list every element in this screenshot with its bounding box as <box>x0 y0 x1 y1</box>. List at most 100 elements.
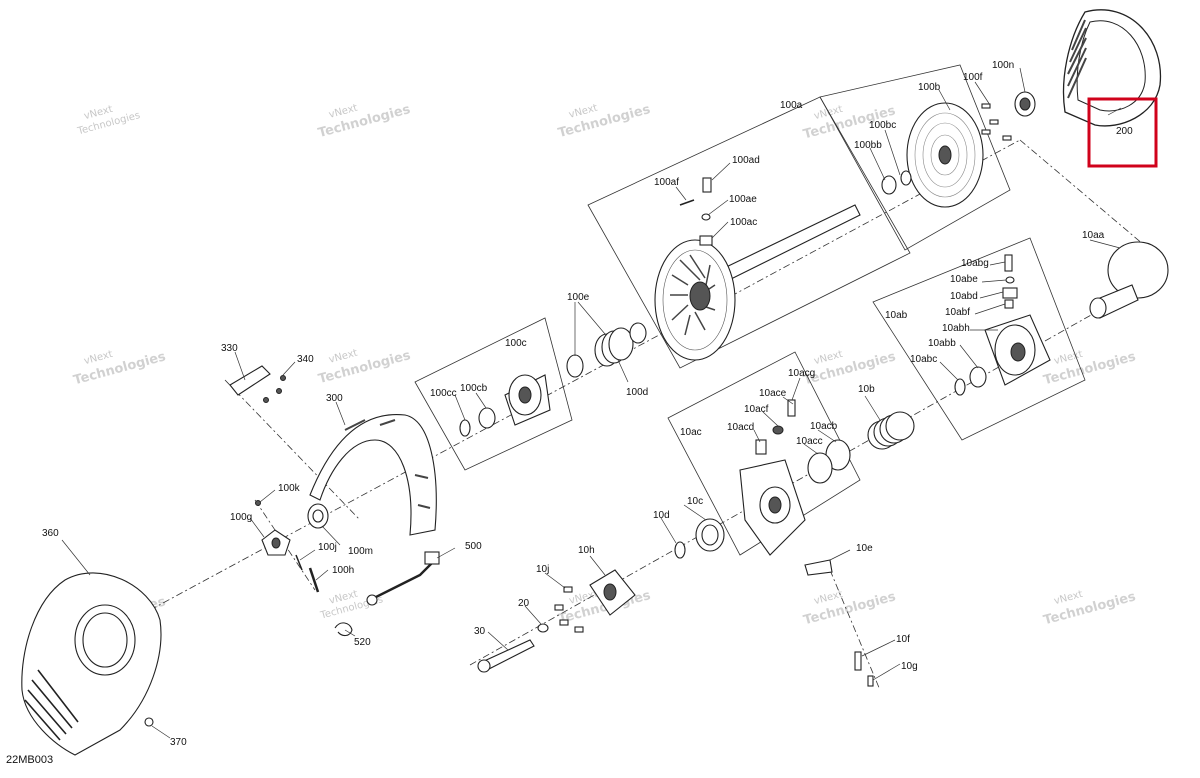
washer-370[interactable] <box>144 717 154 727</box>
fastener-100ad[interactable] <box>702 177 712 193</box>
callout-10abc[interactable]: 10abc <box>910 354 937 365</box>
sheave-100b[interactable] <box>906 102 984 208</box>
hub-10h[interactable] <box>589 569 636 616</box>
callout-200[interactable]: 200 <box>1116 126 1133 137</box>
washer-100m[interactable] <box>307 503 329 529</box>
spring-10b[interactable] <box>867 411 915 450</box>
ring-10abc[interactable] <box>954 378 966 396</box>
callout-10ac[interactable]: 10ac <box>680 427 702 438</box>
callout-100c[interactable]: 100c <box>505 338 527 349</box>
callout-360[interactable]: 360 <box>42 528 59 539</box>
spring-100d[interactable] <box>594 322 647 367</box>
callout-340[interactable]: 340 <box>297 354 314 365</box>
callout-10aa[interactable]: 10aa <box>1082 230 1105 241</box>
callout-20[interactable]: 20 <box>518 598 530 609</box>
housing-360[interactable] <box>21 572 162 756</box>
callout-10acg[interactable]: 10acg <box>788 368 815 379</box>
sheave-10ab[interactable] <box>984 314 1051 386</box>
callout-100a[interactable]: 100a <box>780 100 803 111</box>
callout-100g[interactable]: 100g <box>230 512 252 523</box>
cam-100c[interactable] <box>504 374 551 426</box>
callout-100f[interactable]: 100f <box>963 72 983 83</box>
callout-10b[interactable]: 10b <box>858 384 875 395</box>
callout-10abe[interactable]: 10abe <box>950 274 978 285</box>
screws-10j[interactable] <box>554 586 584 633</box>
part-10acd[interactable] <box>755 439 767 455</box>
callout-500[interactable]: 500 <box>465 541 482 552</box>
screw-100k[interactable] <box>255 500 261 506</box>
callout-10abf[interactable]: 10abf <box>945 307 970 318</box>
callout-100bc[interactable]: 100bc <box>869 120 896 131</box>
callout-100j[interactable]: 100j <box>318 542 337 553</box>
pin-100af[interactable] <box>679 199 695 206</box>
callout-370[interactable]: 370 <box>170 737 187 748</box>
callout-330[interactable]: 330 <box>221 343 238 354</box>
cover-300[interactable] <box>309 413 437 536</box>
bushing-10abb[interactable] <box>969 366 987 388</box>
callout-10abb[interactable]: 10abb <box>928 338 956 349</box>
callout-10g[interactable]: 10g <box>901 661 918 672</box>
lever-10e[interactable] <box>804 559 833 576</box>
hub-100g[interactable] <box>261 529 291 556</box>
sheave-10aa[interactable] <box>1089 241 1169 319</box>
screws-100f[interactable] <box>981 103 1012 141</box>
callout-10ace[interactable]: 10ace <box>759 388 787 399</box>
part-10ace[interactable] <box>787 399 796 417</box>
part-10abf[interactable] <box>1004 299 1014 309</box>
callout-10ab[interactable]: 10ab <box>885 310 908 321</box>
washer-10abe[interactable] <box>1005 276 1015 284</box>
pin-10f[interactable] <box>854 651 862 671</box>
callout-520[interactable]: 520 <box>354 637 371 648</box>
callout-100cb[interactable]: 100cb <box>460 383 488 394</box>
callout-30[interactable]: 30 <box>474 626 486 637</box>
callout-100ad[interactable]: 100ad <box>732 155 760 166</box>
callout-100ae[interactable]: 100ae <box>729 194 757 205</box>
callout-100d[interactable]: 100d <box>626 387 648 398</box>
callout-10abg[interactable]: 10abg <box>961 258 989 269</box>
callout-100k[interactable]: 100k <box>278 483 301 494</box>
callout-100h[interactable]: 100h <box>332 565 354 576</box>
callout-100bb[interactable]: 100bb <box>854 140 882 151</box>
callout-10h[interactable]: 10h <box>578 545 595 556</box>
linkage-500[interactable] <box>366 551 440 606</box>
part-10acf[interactable] <box>772 425 784 435</box>
callout-10acc[interactable]: 10acc <box>796 436 823 447</box>
ring-100cb[interactable] <box>478 407 496 429</box>
callout-100ac[interactable]: 100ac <box>730 217 757 228</box>
bearing-100n[interactable] <box>1014 91 1036 117</box>
ring-100e[interactable] <box>566 354 584 378</box>
bolt-10g[interactable] <box>867 675 874 687</box>
nut-100ac[interactable] <box>699 235 713 246</box>
ring-100cc[interactable] <box>459 419 471 437</box>
seal-10c[interactable] <box>695 518 725 552</box>
callout-10acf[interactable]: 10acf <box>744 404 769 415</box>
callout-100af[interactable]: 100af <box>654 177 679 188</box>
callout-10acb[interactable]: 10acb <box>810 421 838 432</box>
spider-10ac[interactable] <box>739 459 806 556</box>
callout-10acd[interactable]: 10acd <box>727 422 754 433</box>
part-10abd[interactable] <box>1002 287 1018 299</box>
ring-10d[interactable] <box>674 541 686 559</box>
callout-10c[interactable]: 10c <box>687 496 703 507</box>
washer-100ae[interactable] <box>701 213 711 221</box>
bolt-10abg[interactable] <box>1004 254 1013 272</box>
callout-10j[interactable]: 10j <box>536 564 549 575</box>
shaft-assembly-100a[interactable] <box>654 204 861 361</box>
callout-100n[interactable]: 100n <box>992 60 1014 71</box>
drive-belt-200[interactable] <box>1062 9 1162 127</box>
callout-100m[interactable]: 100m <box>348 546 373 557</box>
callout-10e[interactable]: 10e <box>856 543 873 554</box>
callout-300[interactable]: 300 <box>326 393 343 404</box>
callout-100cc[interactable]: 100cc <box>430 388 457 399</box>
callout-10abd[interactable]: 10abd <box>950 291 978 302</box>
callout-10abh[interactable]: 10abh <box>942 323 970 334</box>
callout-100b[interactable]: 100b <box>918 82 941 93</box>
washer-20[interactable] <box>537 623 549 633</box>
screws-340[interactable] <box>263 375 286 403</box>
callout-10f[interactable]: 10f <box>896 634 910 645</box>
ring-10acc[interactable] <box>807 452 833 484</box>
bolt-30[interactable] <box>477 639 535 673</box>
bolt-100h[interactable] <box>308 567 320 593</box>
ring-100bb[interactable] <box>881 170 912 195</box>
callout-100e[interactable]: 100e <box>567 292 590 303</box>
